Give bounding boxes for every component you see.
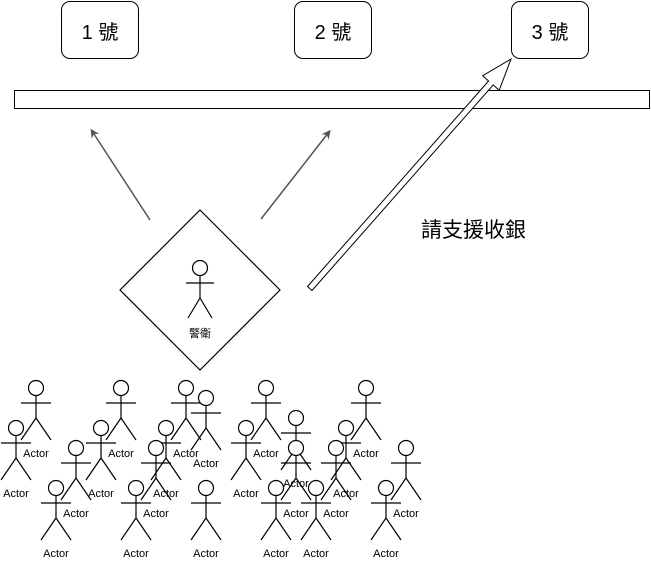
actor-label: Actor: [108, 448, 134, 460]
redirect-arrow-to-counter-3[interactable]: [306, 57, 512, 292]
actor-label: Actor: [63, 508, 89, 520]
actor-label: Actor: [173, 448, 199, 460]
actor-figure-icon[interactable]: [60, 439, 92, 501]
actor-label: Actor: [143, 508, 169, 520]
counter-1-box[interactable]: 1 號: [61, 1, 139, 59]
actor-label: Actor: [88, 488, 114, 500]
actor-figure-icon[interactable]: [105, 379, 137, 441]
actor-label: Actor: [323, 508, 349, 520]
actor-figure-icon[interactable]: [85, 419, 117, 481]
actor-label: Actor: [233, 488, 259, 500]
actor-figure-icon[interactable]: [330, 419, 362, 481]
actor-figure-icon[interactable]: [120, 479, 152, 541]
actor-label: Actor: [393, 508, 419, 520]
actor-label: Actor: [123, 548, 149, 560]
arrow-to-counter-1[interactable]: [90, 128, 151, 221]
actor-figure-icon[interactable]: [0, 419, 32, 481]
actor-figure-icon[interactable]: [190, 389, 222, 451]
guard-figure-icon[interactable]: [186, 259, 214, 319]
arrow-to-counter-2[interactable]: [260, 129, 331, 220]
actor-figure-icon[interactable]: [370, 479, 402, 541]
actor-label: Actor: [353, 448, 379, 460]
counter-2-box[interactable]: 2 號: [294, 1, 372, 59]
guard-label: 警衛: [189, 326, 211, 340]
actor-label: Actor: [283, 478, 309, 490]
instruction-label: 請支援收銀: [421, 219, 526, 242]
actor-figure-icon[interactable]: [140, 439, 172, 501]
actor-label: Actor: [263, 548, 289, 560]
actor-label: Actor: [3, 488, 29, 500]
actor-label: Actor: [43, 548, 69, 560]
actor-figure-icon[interactable]: [150, 419, 182, 481]
actor-figure-icon[interactable]: [250, 379, 282, 441]
actor-label: Actor: [283, 508, 309, 520]
actor-figure-icon[interactable]: [190, 479, 222, 541]
actor-figure-icon[interactable]: [170, 379, 202, 441]
actor-figure-icon[interactable]: [40, 479, 72, 541]
actor-figure-icon[interactable]: [230, 419, 262, 481]
counter-3-box[interactable]: 3 號: [511, 1, 589, 59]
actor-figure-icon[interactable]: [320, 439, 352, 501]
actor-label: Actor: [193, 548, 219, 560]
actor-label: Actor: [333, 488, 359, 500]
actor-label: Actor: [23, 448, 49, 460]
actor-label: Actor: [153, 488, 179, 500]
actor-figure-icon[interactable]: [350, 379, 382, 441]
actor-label: Actor: [303, 548, 329, 560]
actor-label: Actor: [253, 448, 279, 460]
actor-figure-icon[interactable]: [280, 439, 312, 501]
actor-figure-icon[interactable]: [20, 379, 52, 441]
actor-figure-icon[interactable]: [300, 479, 332, 541]
counter-rail[interactable]: [14, 90, 650, 109]
actor-label: Actor: [193, 458, 219, 470]
actor-figure-icon[interactable]: [390, 439, 422, 501]
actor-figure-icon[interactable]: [260, 479, 292, 541]
actor-label: Actor: [373, 548, 399, 560]
